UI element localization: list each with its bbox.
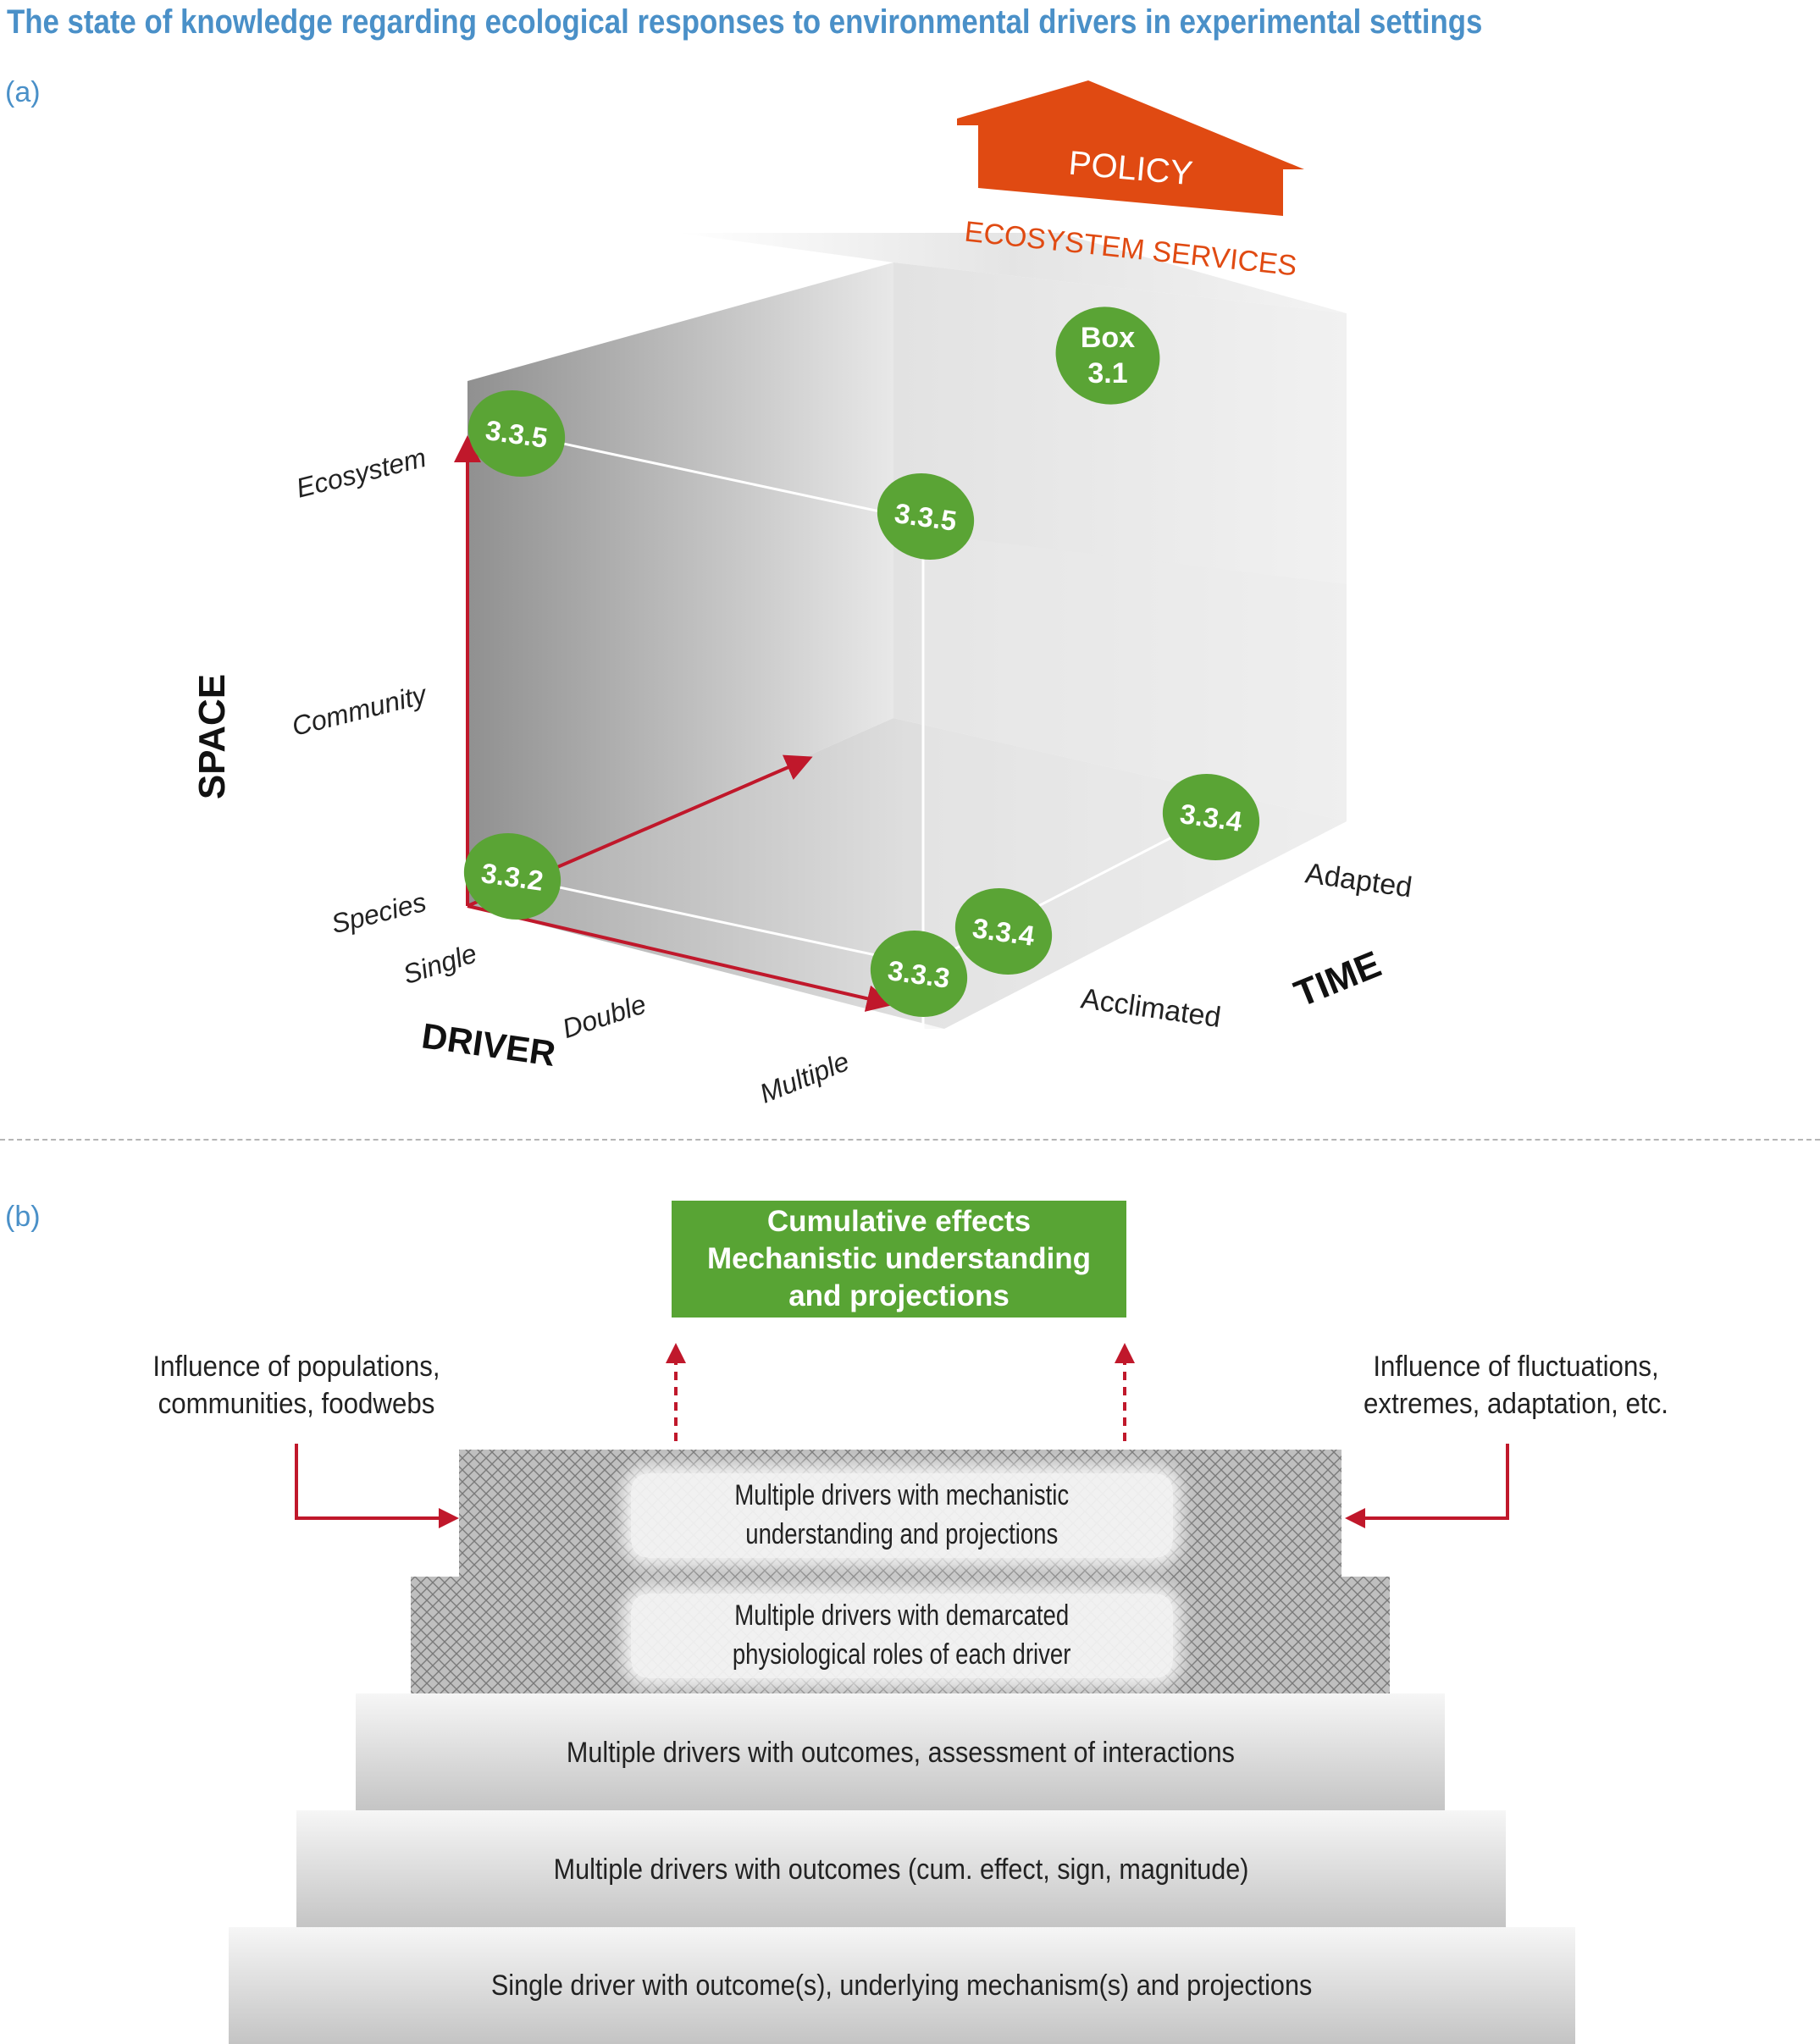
figure-title: The state of knowledge regarding ecologi…: [7, 3, 1483, 41]
badge-ecosystem-single: 3.3.5: [467, 389, 566, 478]
badge-acclimated: 3.3.4: [954, 887, 1053, 975]
step-single-driver: Single driver with outcome(s), underlyin…: [491, 1969, 1313, 2002]
panel-a-label: (a): [5, 76, 41, 108]
driver-axis-arrow: [467, 904, 894, 1012]
svg-text:Box: Box: [1081, 322, 1135, 354]
panel-divider: [0, 1139, 1820, 1141]
cumulative-effects-box: Cumulative effects Mechanistic understan…: [672, 1201, 1126, 1318]
policy-house: [957, 80, 1304, 216]
step-cumulative-outcomes: Multiple drivers with outcomes (cum. eff…: [553, 1853, 1249, 1886]
panel-b-arrows: [295, 1343, 1509, 1528]
space-axis-title: SPACE: [191, 674, 233, 799]
panel-b-label: (b): [5, 1201, 41, 1233]
badge-adapted: 3.3.4: [1162, 773, 1260, 861]
badge-species-single: 3.3.2: [463, 832, 561, 920]
step-assessment-of-interactions: Multiple drivers with outcomes, assessme…: [566, 1736, 1235, 1769]
svg-text:3.1: 3.1: [1087, 357, 1127, 389]
left-influence-note: Influence of populations, communities, f…: [152, 1351, 440, 1421]
badge-box-3-1: Box 3.1: [1055, 307, 1160, 405]
badge-ecosystem-multiple: 3.3.5: [877, 472, 975, 561]
right-influence-note: Influence of fluctuations, extremes, ada…: [1364, 1351, 1668, 1421]
cube-diagram: POLICY ECOSYSTEM SERVICES Ecosystem Comm…: [191, 80, 1414, 1109]
badge-species-multiple: 3.3.3: [870, 930, 968, 1018]
